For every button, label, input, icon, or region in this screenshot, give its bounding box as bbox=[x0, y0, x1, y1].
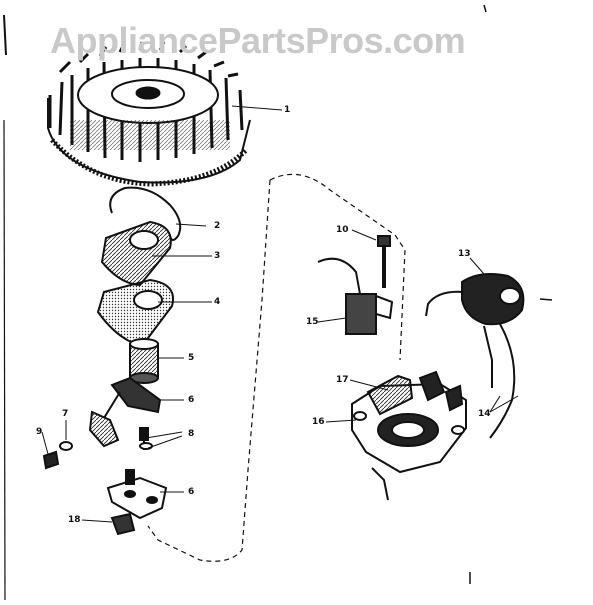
callout-6b: 6 bbox=[188, 487, 195, 497]
callout-8: 8 bbox=[188, 429, 195, 439]
part-gasket bbox=[96, 278, 174, 348]
callout-10: 10 bbox=[336, 225, 349, 235]
part-screw bbox=[377, 235, 391, 288]
part-bushing bbox=[129, 338, 159, 384]
left-margin-marks bbox=[3, 14, 7, 601]
callout-2: 2 bbox=[214, 221, 221, 231]
callout-14: 14 bbox=[478, 409, 491, 419]
leader-lines bbox=[41, 105, 519, 523]
callout-5: 5 bbox=[188, 353, 195, 363]
callout-7: 7 bbox=[62, 409, 69, 419]
part-spring-clip bbox=[109, 186, 182, 241]
part-breaker-arm bbox=[88, 376, 162, 448]
part-nut-washer bbox=[42, 441, 73, 470]
callout-17: 17 bbox=[336, 375, 349, 385]
callout-4: 4 bbox=[214, 297, 221, 307]
callout-15: 15 bbox=[306, 317, 319, 327]
part-flywheel bbox=[47, 41, 251, 187]
callout-3: 3 bbox=[214, 251, 221, 261]
watermark-text: AppliancePartsPros.com bbox=[50, 20, 466, 61]
part-cover-plate bbox=[100, 220, 172, 287]
callout-1: 1 bbox=[284, 105, 291, 115]
stray-marks bbox=[469, 4, 553, 584]
part-stator-plate bbox=[351, 370, 467, 501]
callout-18: 18 bbox=[68, 515, 81, 525]
part-condenser bbox=[317, 257, 394, 335]
dashed-routing-line bbox=[147, 173, 406, 562]
callout-16: 16 bbox=[312, 417, 325, 427]
part-mounting-bracket bbox=[106, 469, 168, 520]
callout-13: 13 bbox=[458, 249, 471, 259]
callout-9: 9 bbox=[36, 427, 43, 437]
callout-6a: 6 bbox=[188, 395, 195, 405]
part-felt bbox=[110, 512, 136, 536]
part-ignition-coil bbox=[461, 273, 525, 326]
